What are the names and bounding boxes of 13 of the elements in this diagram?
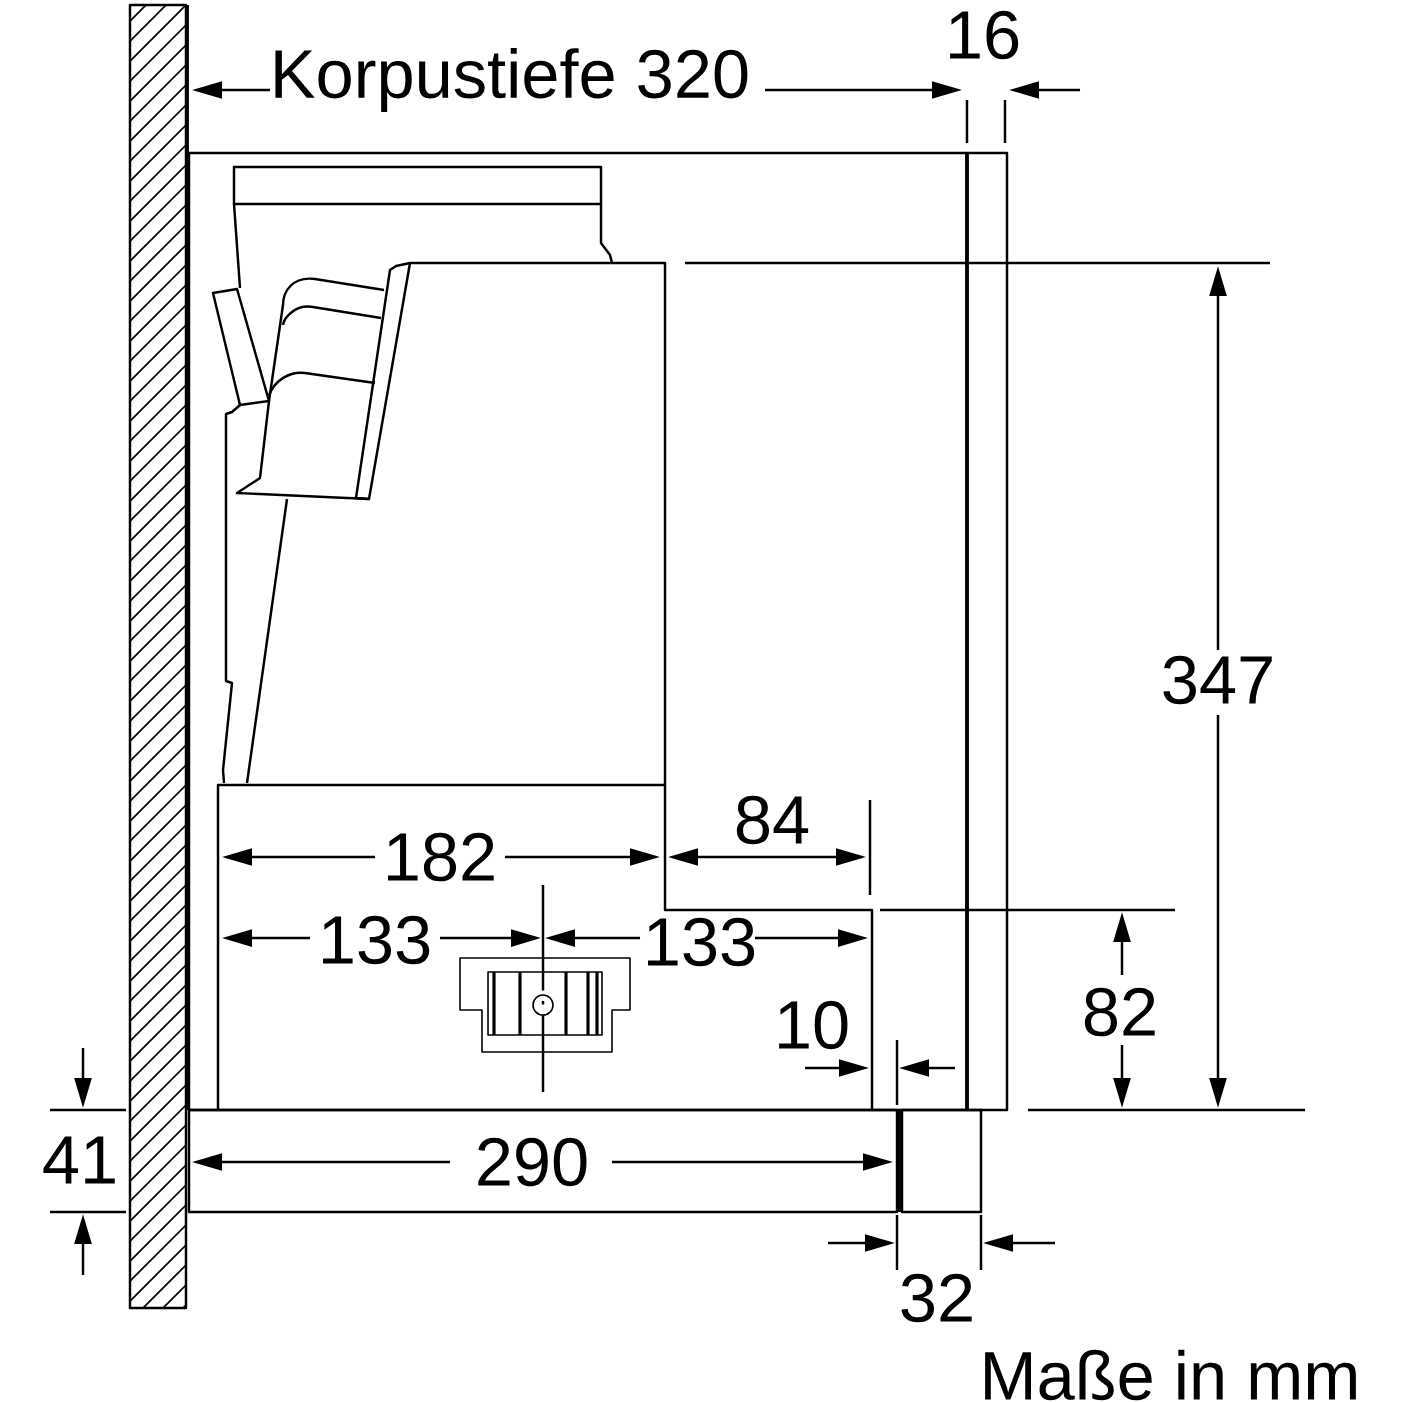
- dimension-label: 82: [1084, 987, 1155, 1037]
- dimension-label: 133: [648, 917, 755, 967]
- unit-note: Maße in mm: [985, 1349, 1356, 1401]
- dimension-label: 41: [43, 1136, 115, 1184]
- dimension-label: Korpustiefe 320: [275, 48, 748, 112]
- dimension-label: 290: [478, 1137, 587, 1187]
- dimension-label: 347: [1163, 655, 1272, 705]
- dimension-label: 182: [388, 832, 494, 882]
- dimension-label: 84: [736, 795, 809, 845]
- dimension-label: 16: [950, 10, 1019, 60]
- dimension-label: 32: [901, 1273, 972, 1323]
- dimension-label: 10: [779, 1000, 848, 1050]
- dimension-label: 133: [323, 915, 430, 965]
